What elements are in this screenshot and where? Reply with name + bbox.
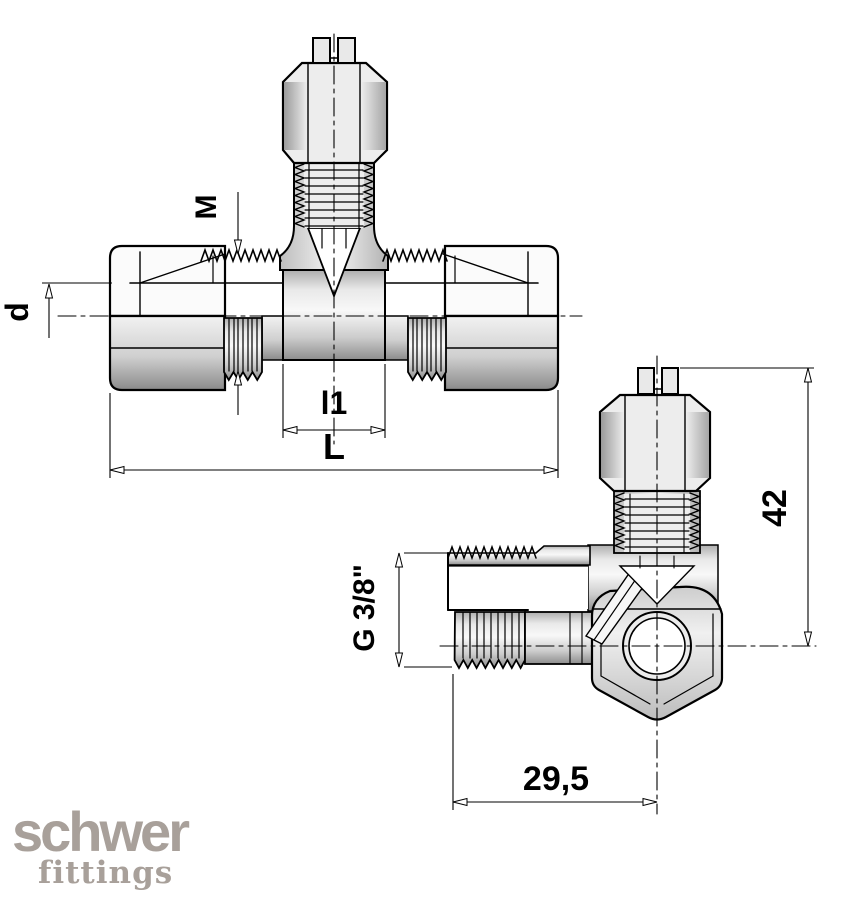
dim-label-overall-length: L <box>323 426 345 467</box>
side-port-thread-g38 <box>453 611 593 670</box>
screw-slot-head <box>312 37 356 64</box>
body-thread-left-bottom <box>223 317 263 382</box>
body-thread-left-top <box>200 247 282 264</box>
brand-subtitle: fittings <box>38 855 174 891</box>
vertical-branch-hex-nut <box>281 61 389 165</box>
dimension-thread-M: M <box>190 192 243 415</box>
dimension-height-42: 42 <box>680 367 814 647</box>
right-compression-nut <box>384 244 560 392</box>
side-view <box>439 355 817 815</box>
dim-label-length-29-5: 29,5 <box>523 760 589 798</box>
left-compression-nut <box>108 244 284 392</box>
brand-logo: schwer fittings <box>12 800 190 891</box>
brand-name: schwer <box>12 800 190 863</box>
side-screw-slot-head <box>637 367 679 395</box>
dim-label-height-42: 42 <box>756 489 794 527</box>
body-thread-right-top <box>382 247 448 264</box>
dim-label-l1: l1 <box>321 385 348 421</box>
body-thread-right-bottom <box>407 317 447 382</box>
dim-label-port-thread: G 3/8" <box>348 564 381 652</box>
dimension-tube-diameter-d: d <box>0 282 112 338</box>
front-view-tee <box>57 33 583 445</box>
dimension-port-thread-g38: G 3/8" <box>348 552 452 668</box>
dimension-l1: l1 <box>282 364 386 438</box>
side-top-plate <box>447 544 591 566</box>
side-bore-section <box>447 552 589 611</box>
dimension-overall-length-L: L <box>109 390 559 478</box>
dim-label-tube-diameter-d: d <box>0 302 35 322</box>
dim-label-thread-m: M <box>190 195 223 220</box>
dimension-length-29-5: 29,5 <box>452 674 658 810</box>
side-hex-nut <box>598 393 712 493</box>
